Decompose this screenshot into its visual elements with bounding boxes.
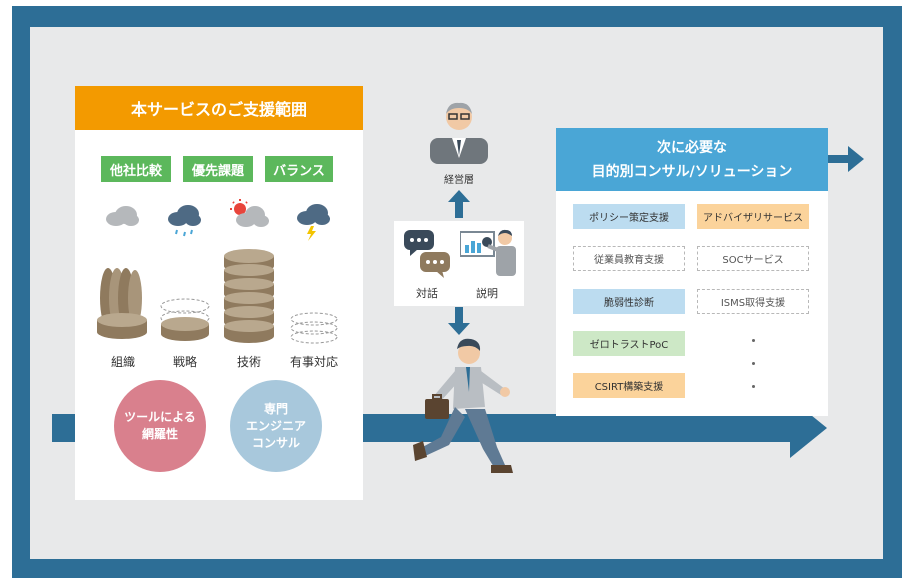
chip-zero-trust-poc: ゼロトラストPoC — [573, 331, 685, 356]
header-arrow — [828, 146, 864, 172]
label-incident-response: 有事対応 — [289, 355, 338, 369]
chip-advisory-service: アドバイザリサービス — [697, 204, 809, 229]
chip-soc-service: SOCサービス — [697, 246, 809, 271]
coin-stack-incident — [290, 312, 338, 344]
cloud-icon — [106, 206, 139, 226]
ellipsis-dot — [752, 362, 755, 365]
executive-label: 経営層 — [444, 175, 474, 186]
label-strategy: 戦略 — [172, 355, 197, 369]
rain-cloud-icon — [168, 205, 201, 237]
circle-tool-coverage: ツールによる網羅性 — [114, 380, 206, 472]
coin-stack-technology — [224, 249, 274, 343]
tag-balance: バランス — [265, 156, 333, 182]
label-organization: 組織 — [110, 355, 135, 369]
dialogue-label: 対話 — [416, 287, 438, 300]
thunder-cloud-icon — [297, 204, 330, 241]
coin-stack-organization — [97, 268, 147, 339]
solutions-title: 次に必要な 目的別コンサル/ソリューション — [556, 128, 828, 191]
label-technology: 技術 — [236, 355, 261, 369]
sun-cloud-icon — [230, 199, 269, 227]
coin-stack-strategy — [160, 298, 210, 341]
support-scope-title: 本サービスのご支援範囲 — [75, 86, 363, 130]
chip-isms-support: ISMS取得支援 — [697, 289, 809, 314]
presentation-icon — [460, 229, 516, 276]
chip-employee-education: 従業員教育支援 — [573, 246, 685, 271]
circle-expert-consult: 専門エンジニアコンサル — [230, 380, 322, 472]
arrow-up-icon — [448, 190, 470, 218]
executive-icon — [430, 102, 488, 164]
explain-label: 説明 — [476, 287, 498, 300]
chat-bubbles-icon — [404, 230, 450, 278]
chip-csirt-support: CSIRT構築支援 — [573, 373, 685, 398]
ellipsis-dot — [752, 385, 755, 388]
running-businessman-icon — [413, 338, 513, 473]
tag-comparison: 他社比較 — [101, 156, 171, 182]
chip-policy-support: ポリシー策定支援 — [573, 204, 685, 229]
chip-vulnerability-assessment: 脆弱性診断 — [573, 289, 685, 314]
tag-priority: 優先課題 — [183, 156, 253, 182]
ellipsis-dot — [752, 339, 755, 342]
arrow-down-icon — [448, 307, 470, 335]
